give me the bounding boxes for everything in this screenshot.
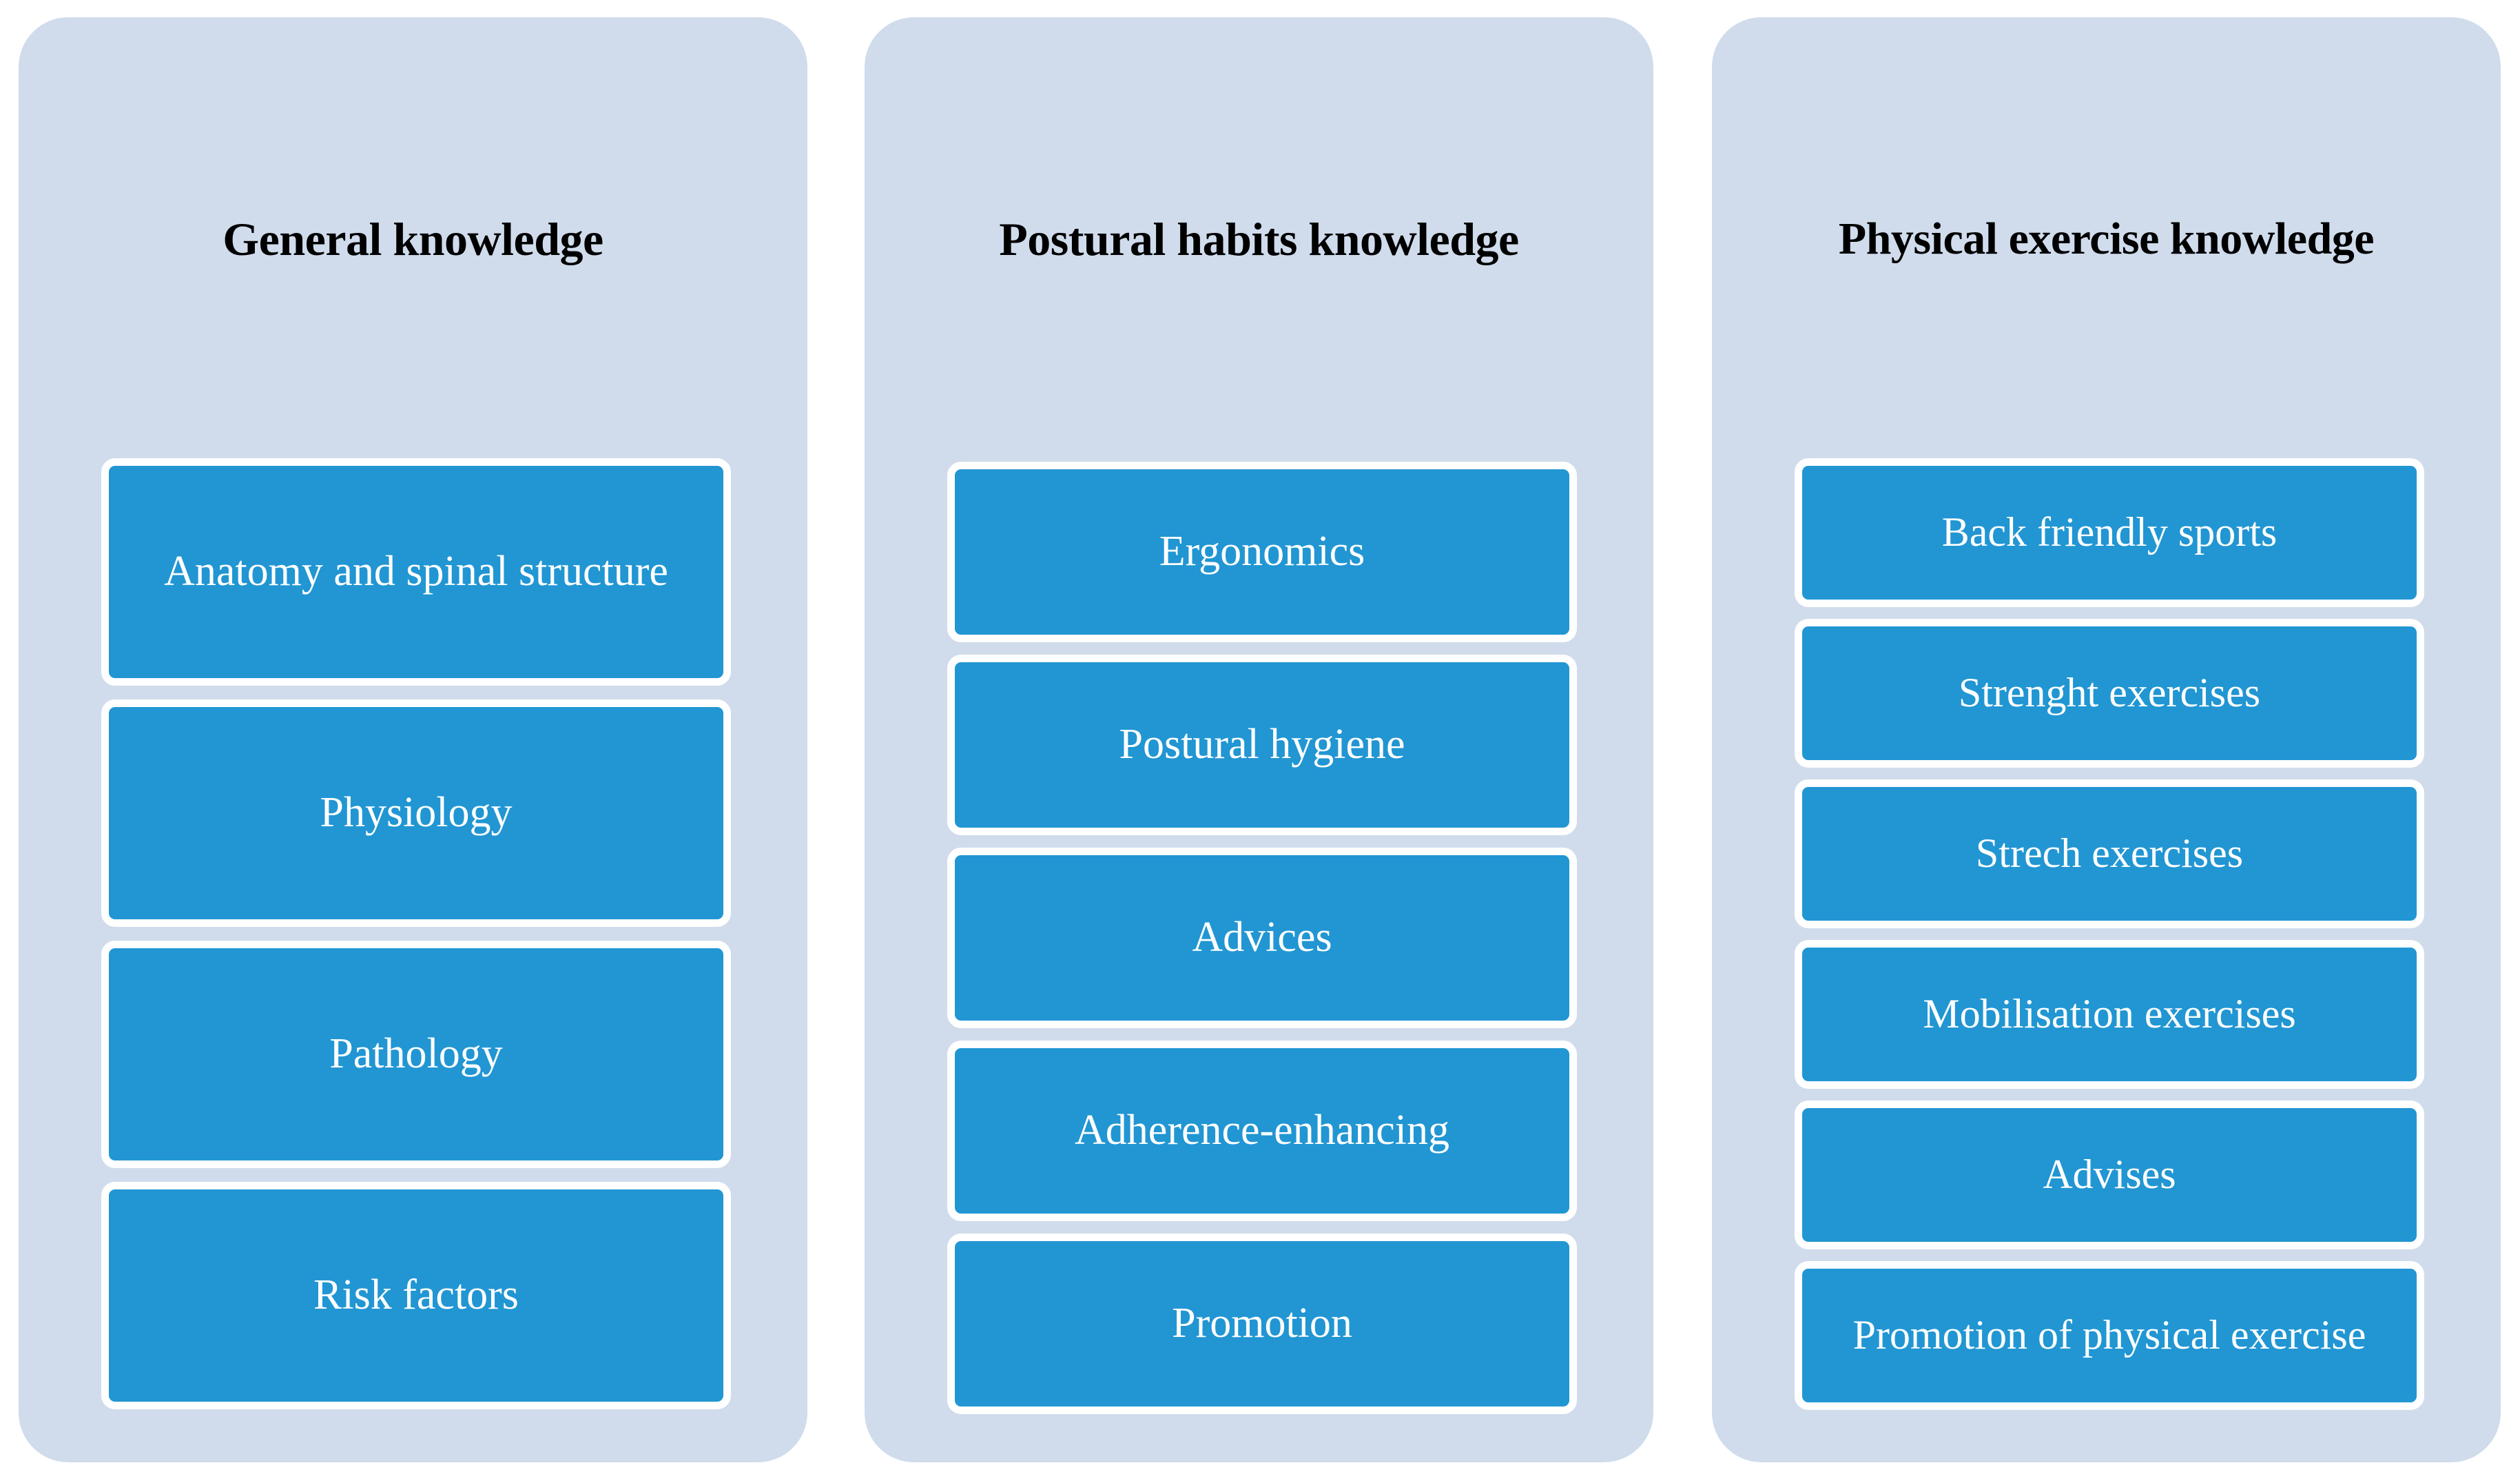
- node-mobilisation-exercises[interactable]: Mobilisation exercises: [1795, 940, 2424, 1089]
- column-title-postural-habits-knowledge: Postural habits knowledge: [999, 213, 1519, 265]
- node-pathology[interactable]: Pathology: [101, 941, 731, 1168]
- column-title-general-knowledge: General knowledge: [223, 213, 603, 265]
- node-postural-hygiene[interactable]: Postural hygiene: [947, 655, 1577, 835]
- node-ergonomics[interactable]: Ergonomics: [947, 462, 1577, 642]
- node-adherence-enhancing[interactable]: Adherence-enhancing: [947, 1041, 1577, 1221]
- node-physiology[interactable]: Physiology: [101, 699, 731, 927]
- node-promotion[interactable]: Promotion: [947, 1234, 1577, 1414]
- node-risk-factors[interactable]: Risk factors: [101, 1182, 731, 1409]
- node-advises[interactable]: Advises: [1795, 1101, 2424, 1249]
- column-physical-exercise-knowledge: Physical exercise knowledge Back friendl…: [1712, 17, 2501, 1462]
- node-anatomy-and-spinal-structure[interactable]: Anatomy and spinal structure: [101, 458, 731, 686]
- column-general-knowledge: General knowledge Anatomy and spinal str…: [19, 17, 807, 1462]
- node-list-physical-exercise-knowledge: Back friendly sports Strenght exercises …: [1795, 458, 2424, 1422]
- node-promotion-of-physical-exercise[interactable]: Promotion of physical exercise: [1795, 1261, 2424, 1410]
- node-advices[interactable]: Advices: [947, 848, 1577, 1028]
- node-list-general-knowledge: Anatomy and spinal structure Physiology …: [101, 458, 731, 1423]
- node-strenght-exercises[interactable]: Strenght exercises: [1795, 619, 2424, 768]
- node-strech-exercises[interactable]: Strech exercises: [1795, 779, 2424, 928]
- column-title-physical-exercise-knowledge: Physical exercise knowledge: [1838, 214, 2375, 264]
- column-postural-habits-knowledge: Postural habits knowledge Ergonomics Pos…: [865, 17, 1653, 1462]
- node-back-friendly-sports[interactable]: Back friendly sports: [1795, 458, 2424, 607]
- node-list-postural-habits-knowledge: Ergonomics Postural hygiene Advices Adhe…: [947, 462, 1577, 1426]
